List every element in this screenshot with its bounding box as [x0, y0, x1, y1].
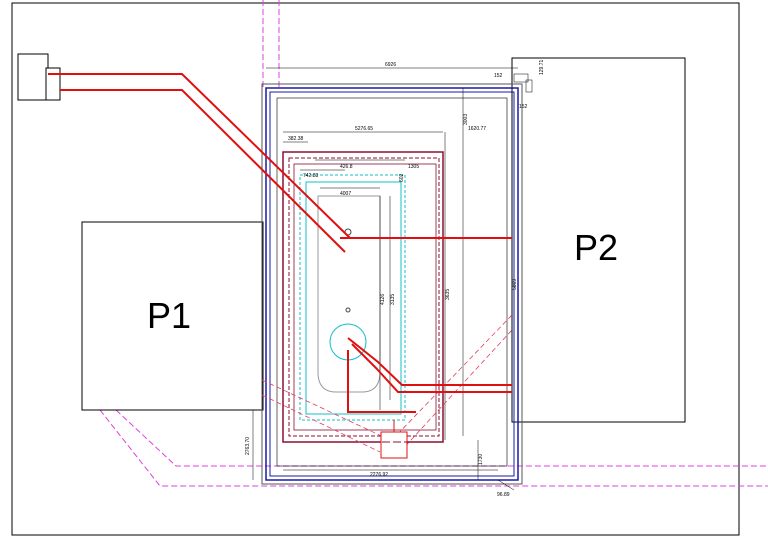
dim-right-2: 3003	[463, 114, 469, 125]
dim-inner-width: 5276.65	[355, 126, 373, 132]
room-p1	[81, 221, 264, 411]
dim-basin: 4007	[340, 191, 351, 197]
dim-mid-right: 1305	[408, 164, 419, 170]
room-p2	[511, 57, 686, 423]
dim-bottom-left: 2763.70	[245, 437, 251, 455]
room-p1-label: P1	[147, 295, 191, 336]
dim-vertical-2: 3135	[390, 294, 396, 305]
dim-left-offset: 382.38	[288, 136, 304, 142]
small-unit-topleft	[17, 53, 61, 101]
dim-vertical-3: 3635	[445, 289, 451, 300]
dim-mid-small: 602	[399, 173, 405, 182]
dim-left-mid: 742.83	[303, 173, 319, 179]
dimension-lines	[252, 67, 533, 491]
red-pipes	[48, 73, 512, 413]
dim-small-right: 152	[519, 104, 528, 110]
dim-bottom-right: 96.89	[497, 492, 510, 498]
dim-top-small-1: 152	[494, 73, 503, 79]
drawing-frame	[11, 2, 740, 536]
room-p2-label: P2	[574, 227, 618, 268]
dim-bottom-width: 2276.92	[370, 472, 388, 478]
drain-box	[380, 431, 408, 459]
dim-top-width: 6926	[385, 62, 396, 68]
dim-right-1: 1620.77	[468, 126, 486, 132]
dim-top-small-2: 129.71	[539, 59, 545, 75]
dim-mid-width: 426.8	[340, 164, 353, 170]
dim-bottom-small: 1730	[478, 454, 484, 465]
magenta-reference-lines	[99, 0, 768, 487]
outer-walls	[261, 83, 523, 485]
dim-vertical-1: 4126	[380, 294, 386, 305]
dim-vertical-4: 5869	[512, 279, 518, 290]
